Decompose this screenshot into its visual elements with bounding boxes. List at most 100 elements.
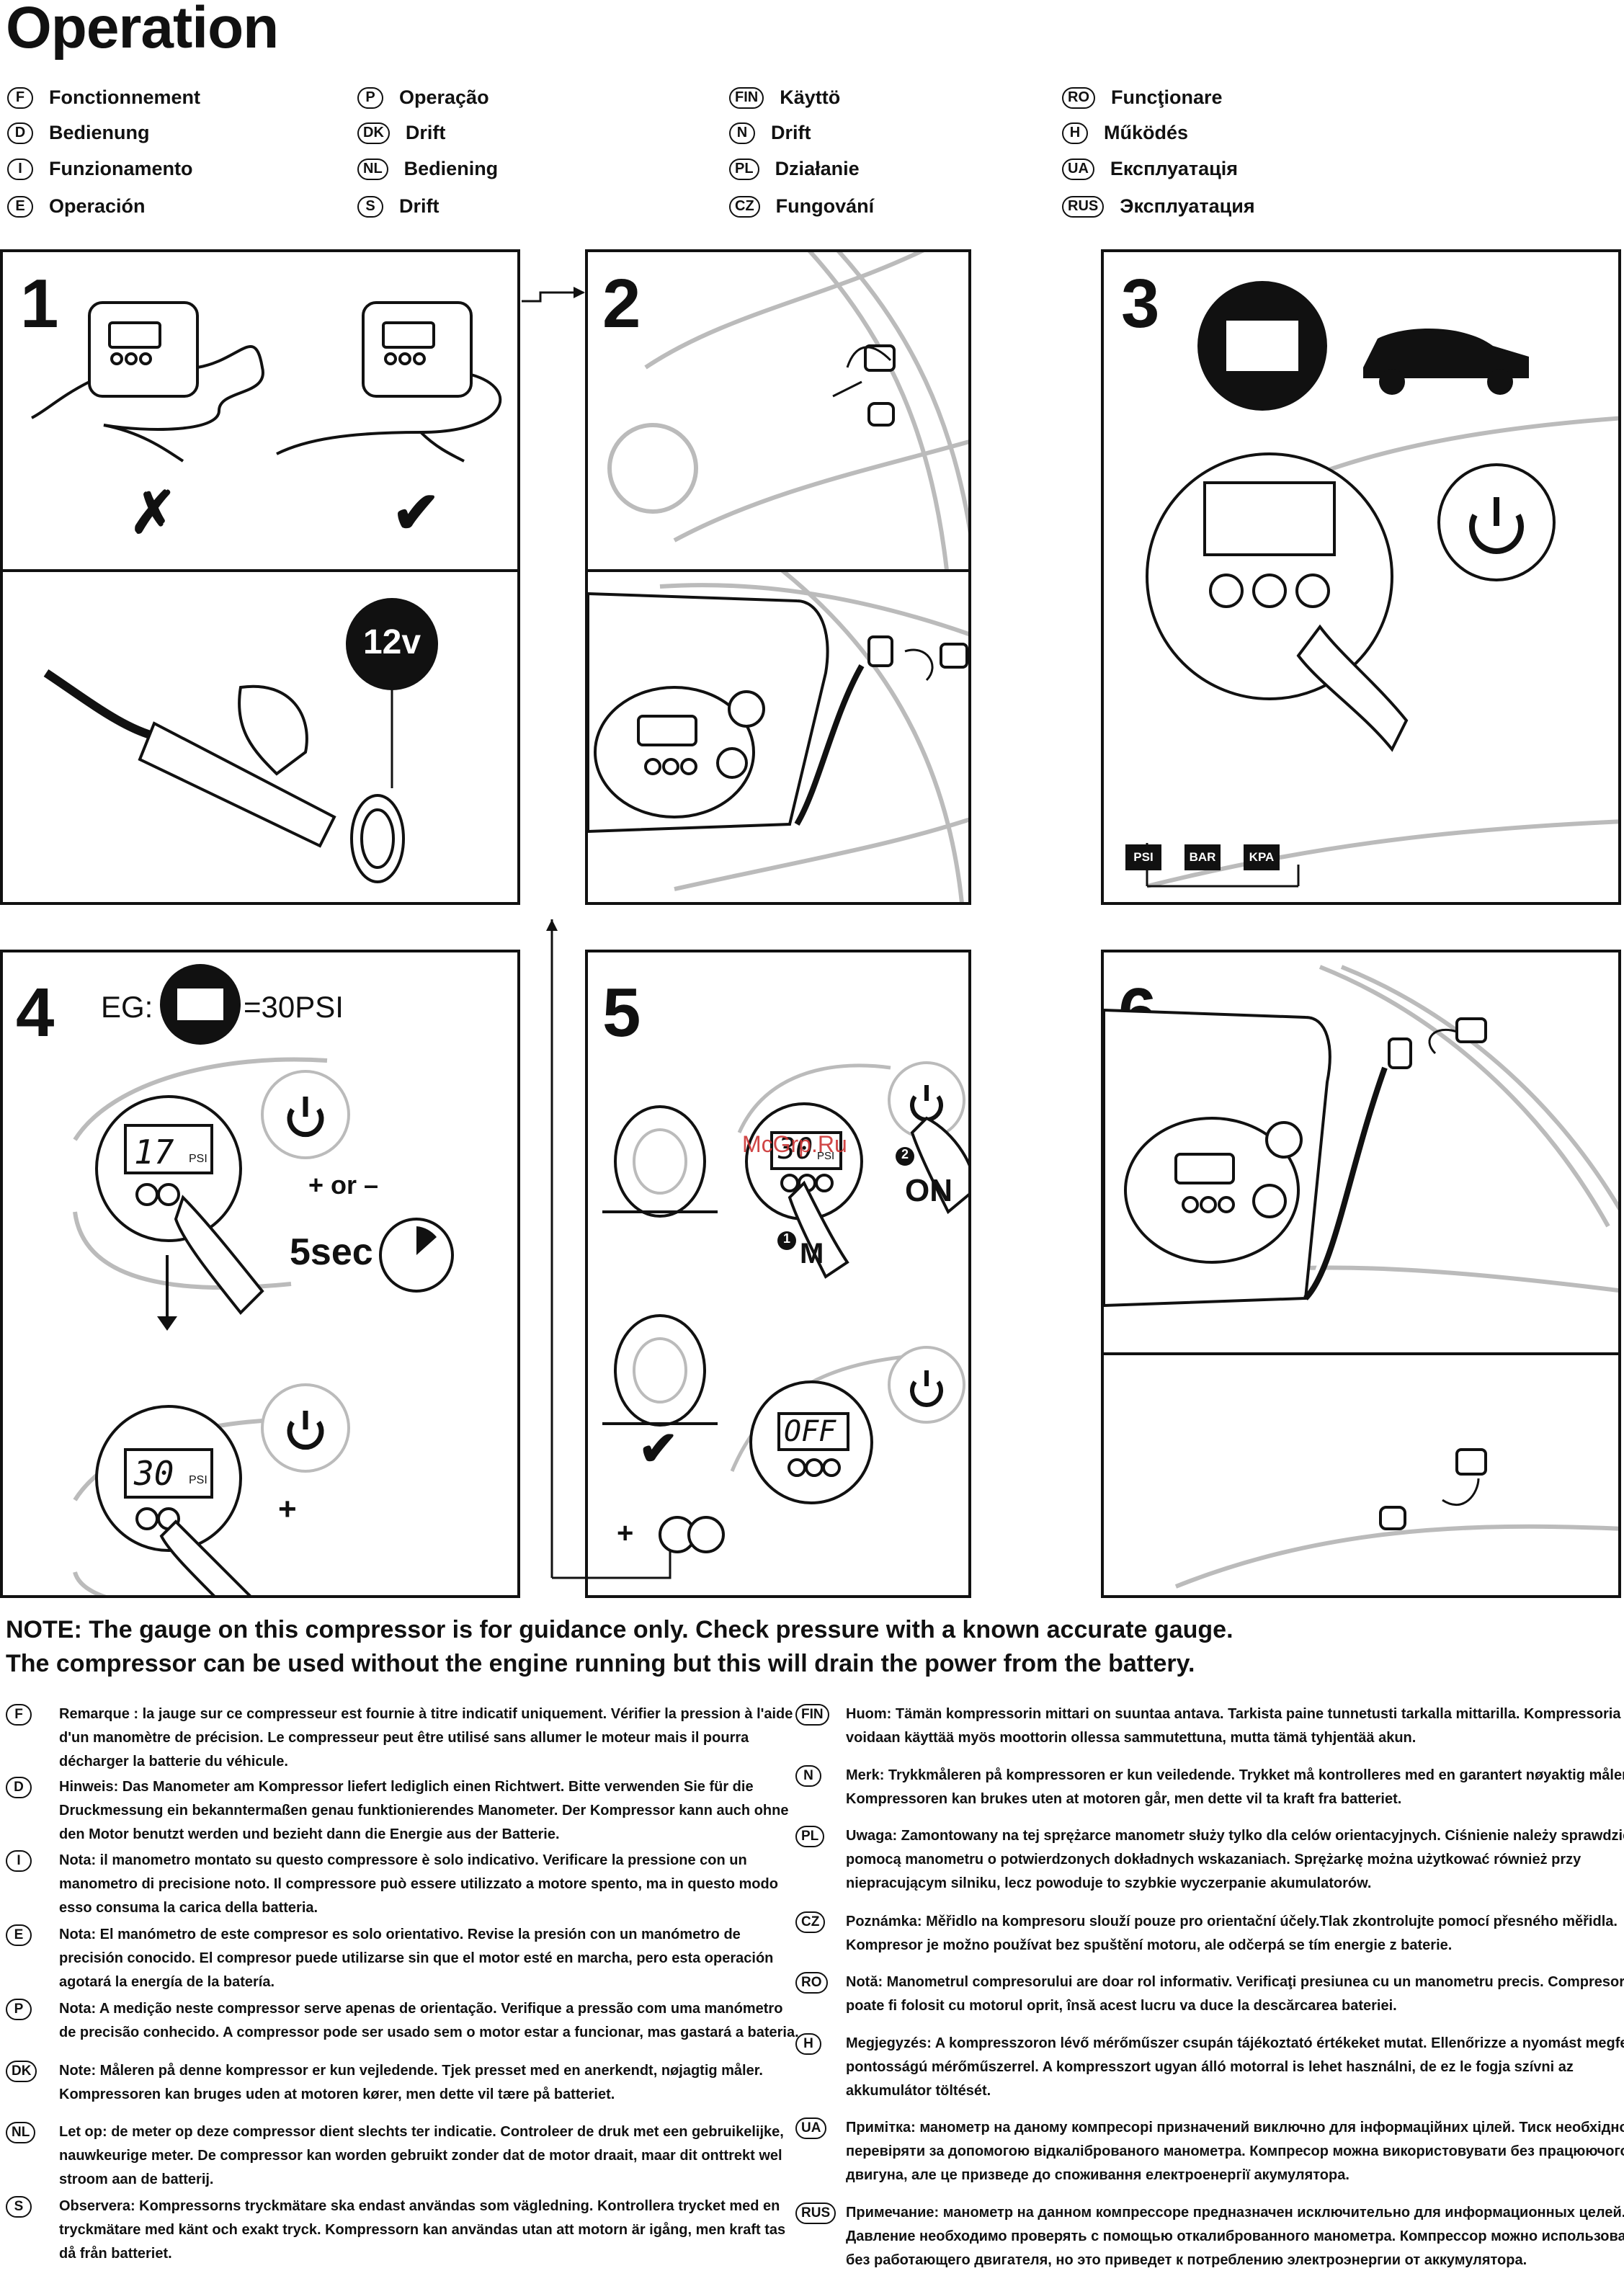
mode-label: M (800, 1238, 824, 1269)
language-code-badge: FIN (795, 1704, 829, 1726)
translation-text: Hinweis: Das Manometer am Kompressor lie… (59, 1775, 788, 1847)
correct-mark: ✔ (638, 1422, 679, 1475)
language-code-badge: H (795, 2033, 821, 2055)
language-code-badge: E (6, 1924, 32, 1946)
language-label: Bediening (403, 158, 499, 179)
translation-line: voidaan käyttää myös moottorin ollessa s… (846, 1730, 1416, 1746)
language-label: Експлуатація (1110, 158, 1238, 179)
step-1-panel: 1 ✗ ✔ (0, 249, 520, 572)
compressor-cables-illustration (31, 301, 502, 463)
translation-line: Kompressoren kan brukes uten at motoren … (846, 1791, 1402, 1807)
translation-line: Nota: A medição neste compressor serve a… (59, 2001, 783, 2017)
language-code-badge: D (7, 122, 33, 144)
page-title: Operation (6, 0, 279, 61)
note-line-1: NOTE: The gauge on this compressor is fo… (6, 1616, 1233, 1643)
translation-text: Примітка: манометр на даному компресорі … (846, 2116, 1624, 2187)
language-code-badge: H (1062, 122, 1088, 144)
language-code-badge: NL (357, 158, 388, 180)
language-label: Drift (771, 122, 811, 143)
translation-line: Nota: El manómetro de este compresor es … (59, 1927, 741, 1942)
step-number: 2 (602, 265, 641, 342)
translation-text: Nota: il manometro montato su questo com… (59, 1849, 778, 1920)
plus-or-minus-label: + or – (308, 1170, 379, 1200)
connect-hose-illustration (588, 572, 968, 902)
language-code-badge: PL (795, 1826, 825, 1847)
language-label: Działanie (775, 158, 860, 179)
language-code-badge: NL (6, 2122, 36, 2143)
translation-line: de precisão conhecido. A compressor pode… (59, 2025, 799, 2040)
translation-text: Merk: Trykkmåleren på kompressoren er ku… (846, 1764, 1624, 1811)
language-item: P Operação (357, 86, 489, 109)
remove-valve-cap-illustration (607, 252, 968, 569)
translation-line: tryckmätare med känt och exakt tryck. Ko… (59, 2222, 786, 2238)
step-number: 3 (1121, 265, 1160, 342)
display-reading-set: 30 (134, 1454, 174, 1493)
step-6-panel: 6 (1101, 950, 1621, 1598)
translation-text: Примечание: манометр на данном компрессо… (846, 2201, 1624, 2272)
language-label: Funcţionare (1111, 86, 1223, 108)
plus-label: + (278, 1491, 297, 1527)
translation-line: stroom aan de batterij. (59, 2172, 214, 2187)
language-label: Operação (399, 86, 489, 108)
disconnect-hose-illustration (1104, 965, 1618, 1589)
step-2-connect-panel (585, 569, 971, 905)
translation-line: esso consuma la carica della batteria. (59, 1900, 318, 1916)
language-code-badge: PL (729, 158, 759, 180)
translation-line: poate fi folosit cu motorul oprit, însă … (846, 1998, 1397, 2014)
correct-mark: ✔ (392, 481, 441, 545)
translation-line: Note: Måleren på denne kompressor er kun… (59, 2063, 763, 2079)
unit-selection-illustration (1145, 281, 1618, 888)
step-4-panel: 4 EG: =30PSI 17 PSI + or – 5sec (0, 950, 520, 1598)
duration-label: 5sec (290, 1231, 373, 1273)
language-label: Käyttö (780, 86, 841, 108)
language-code-badge: I (7, 158, 33, 180)
step-1-plug-panel: 12v (0, 569, 520, 905)
language-code-badge: CZ (729, 195, 760, 218)
translation-line: den Motor benutzt werden und bezieht dan… (59, 1826, 560, 1842)
step-3-panel: 3 PSI BAR KPA (1101, 249, 1621, 905)
translation-line: Kompressoren kan bruges uden at motoren … (59, 2087, 615, 2102)
language-code-badge: F (6, 1704, 32, 1726)
display-unit-set: PSI (189, 1474, 208, 1486)
translation-line: Notă: Manometrul compresorului are doar … (846, 1974, 1624, 1990)
display-reading: 17 (134, 1133, 174, 1172)
language-label: Bedienung (49, 122, 150, 143)
language-label: Operación (49, 195, 146, 217)
translation-text: Nota: El manómetro de este compresor es … (59, 1923, 773, 1994)
language-code-badge: CZ (795, 1911, 826, 1933)
translation-line: Druckmessung ein bekanntermaßen genau fu… (59, 1803, 789, 1818)
language-label: Fonctionnement (49, 86, 200, 108)
display-off: OFF (784, 1415, 836, 1448)
language-code-badge: RO (1062, 86, 1095, 109)
language-code-badge: DK (357, 122, 390, 144)
step-1-marker: 1 (782, 1231, 790, 1246)
translation-text: Notă: Manometrul compresorului are doar … (846, 1971, 1624, 2018)
example-value: =30PSI (244, 990, 344, 1024)
translation-text: Note: Måleren på denne kompressor er kun… (59, 2059, 763, 2107)
language-item: PL Działanie (729, 158, 860, 180)
display-reading: 30 (778, 1133, 813, 1166)
translation-text: Nota: A medição neste compressor serve a… (59, 1997, 799, 2045)
translation-line: Nota: il manometro montato su questo com… (59, 1852, 747, 1868)
language-code-badge: E (7, 195, 33, 218)
unit-kpa: KPA (1244, 844, 1280, 870)
language-code-badge: P (357, 86, 383, 109)
translation-text: Huom: Tämän kompressorin mittari on suun… (846, 1702, 1620, 1750)
wrong-mark: ✗ (129, 481, 178, 545)
translation-line: двигуна, але це призведе до споживання е… (846, 2167, 1349, 2183)
step-5-panel: 5 30 PSI 2 ON 1 M OFF ✔ + (585, 950, 971, 1598)
translation-line: Давление необходимо проверять с помощью … (846, 2228, 1624, 2244)
watermark: McGrp.Ru (742, 1131, 847, 1157)
